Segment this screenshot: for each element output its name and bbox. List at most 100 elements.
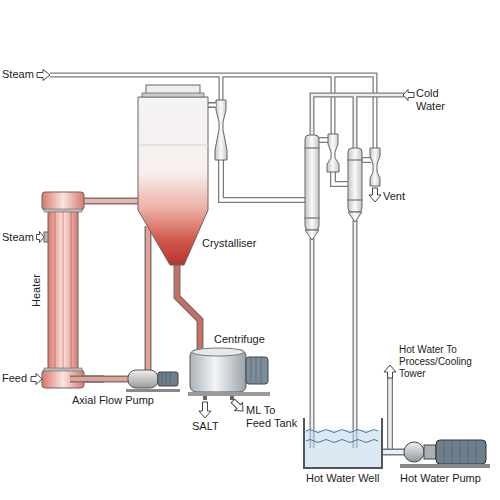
pump-body-part bbox=[162, 372, 170, 386]
pump-body bbox=[70, 363, 180, 392]
vent-label-box: Vent bbox=[383, 190, 405, 203]
flow-arrow bbox=[31, 70, 414, 419]
condenser-vessel-part bbox=[305, 135, 319, 230]
flow-arrow-part bbox=[37, 232, 45, 243]
barometric-leg-part bbox=[312, 220, 355, 448]
pipe-connector bbox=[104, 201, 138, 202]
heater-shell-part bbox=[83, 199, 104, 203]
hot-water-riser bbox=[384, 365, 396, 452]
steam-label-box: Steam bbox=[2, 68, 34, 81]
heater-label: Heater bbox=[30, 273, 43, 306]
crystalliser-vessel bbox=[138, 85, 216, 290]
heater-shell bbox=[42, 192, 104, 388]
heater-shell-part bbox=[44, 368, 82, 371]
flow-arrow-part bbox=[369, 188, 381, 202]
hot-water-riser-part bbox=[388, 378, 392, 452]
steam-ejector bbox=[215, 100, 380, 186]
pump-body-part bbox=[158, 372, 178, 386]
centrifuge-body bbox=[188, 332, 270, 400]
crystalliser-node: Crystalliser bbox=[138, 85, 260, 290]
centrifuge-body-part bbox=[251, 357, 261, 384]
hot-water-pump-node: Hot Water Pump bbox=[396, 432, 494, 490]
mother-liquor-label: ML To Feed Tank bbox=[246, 404, 300, 430]
axial-flow-pump-label: Axial Flow Pump bbox=[72, 394, 154, 407]
barometric-leg bbox=[312, 220, 355, 448]
flow-arrow-part bbox=[31, 374, 42, 385]
steam-ejector-part bbox=[327, 134, 339, 172]
hot-water-pump-label: Hot Water Pump bbox=[400, 472, 481, 485]
heater-shell-part bbox=[42, 192, 84, 210]
water-pump-body-part bbox=[400, 464, 490, 468]
mother-liquor-label-box: ML To Feed Tank bbox=[246, 404, 300, 430]
heater-shell-part bbox=[83, 198, 104, 205]
centrifuge-label: Centrifuge bbox=[214, 333, 265, 346]
pipe-connector bbox=[148, 290, 149, 363]
steam-ejector-part bbox=[370, 148, 380, 186]
water-pump-body-part bbox=[436, 440, 486, 464]
steam-label: Steam bbox=[2, 231, 34, 244]
barometric-leg-part bbox=[312, 220, 355, 448]
crystalliser-shape bbox=[138, 85, 260, 290]
cold-water-label: Cold Water bbox=[416, 87, 452, 113]
hot-water-outlet-label-box: Hot Water To Process/Cooling Tower bbox=[399, 344, 496, 380]
crystalliser-vessel-part bbox=[175, 263, 179, 290]
crystalliser-vessel-part bbox=[142, 93, 204, 97]
hot-water-well-part bbox=[304, 418, 382, 468]
heater-shell-part bbox=[55, 212, 71, 368]
heater-shell-part bbox=[48, 206, 78, 374]
water-pump-body-part bbox=[444, 440, 476, 464]
water-pump-body bbox=[396, 440, 490, 468]
crystalliser-vessel-part bbox=[174, 263, 181, 290]
hot-water-well-label: Hot Water Well bbox=[306, 472, 379, 485]
pipe-bore bbox=[146, 290, 150, 363]
centrifuge-body-part bbox=[188, 392, 270, 396]
centrifuge-node: Centrifuge bbox=[188, 332, 272, 400]
crystalliser-vessel-part bbox=[138, 145, 208, 146]
condenser-vessel-part bbox=[347, 160, 363, 200]
pipe-wall bbox=[386, 449, 396, 456]
crystalliser-vessel-part bbox=[145, 226, 152, 290]
hot-water-well-part bbox=[304, 430, 382, 468]
steam-label-box: Steam bbox=[2, 231, 34, 244]
centrifuge-body-part bbox=[205, 396, 232, 400]
condenser-vessel bbox=[304, 135, 363, 240]
pipe-wall bbox=[145, 290, 152, 363]
pipe-bore bbox=[104, 199, 138, 203]
salt-label: SALT bbox=[192, 420, 219, 433]
pipe-wall bbox=[104, 198, 138, 205]
water-pump-body-part bbox=[424, 445, 436, 459]
condenser-vessel-part bbox=[348, 148, 362, 212]
water-pump-body-part bbox=[404, 442, 424, 462]
condenser-vessel-part bbox=[305, 230, 319, 240]
pipe-bore bbox=[177, 290, 200, 332]
steam-ejector-part bbox=[215, 100, 227, 160]
pipe-bore bbox=[386, 450, 396, 454]
condenser-vessel-part bbox=[348, 212, 362, 222]
salt-label-box: SALT bbox=[192, 420, 219, 433]
cold-water-label-box: Cold Water bbox=[416, 87, 452, 113]
heater-node: Heater bbox=[24, 188, 104, 392]
pump-body-part bbox=[128, 370, 158, 388]
pipe-wall bbox=[177, 290, 200, 332]
crystalliser-label: Crystalliser bbox=[202, 237, 256, 250]
centrifuge-body-part bbox=[192, 348, 244, 356]
heater-shell-part bbox=[44, 209, 82, 212]
crystalliser-vessel-part bbox=[146, 226, 150, 290]
feed-label-box: Feed bbox=[2, 372, 27, 385]
condenser-vessel-part bbox=[304, 148, 320, 218]
centrifuge-body-part bbox=[246, 357, 268, 384]
crystalliser-vessel-part bbox=[138, 97, 208, 265]
flow-arrow-part bbox=[199, 402, 211, 418]
pipe-connector bbox=[386, 452, 396, 453]
feed-label: Feed bbox=[2, 372, 27, 385]
pump-body-part bbox=[126, 389, 180, 392]
steam-label: Steam bbox=[2, 68, 34, 81]
hot-water-well-node: Hot Water Well bbox=[302, 418, 386, 490]
hot-water-well-part bbox=[306, 430, 378, 443]
hot-water-outlet-label: Hot Water To Process/Cooling Tower bbox=[399, 344, 496, 380]
flow-arrow-part bbox=[403, 90, 414, 101]
flow-arrow-part bbox=[37, 70, 50, 81]
hot-water-well bbox=[304, 418, 386, 468]
